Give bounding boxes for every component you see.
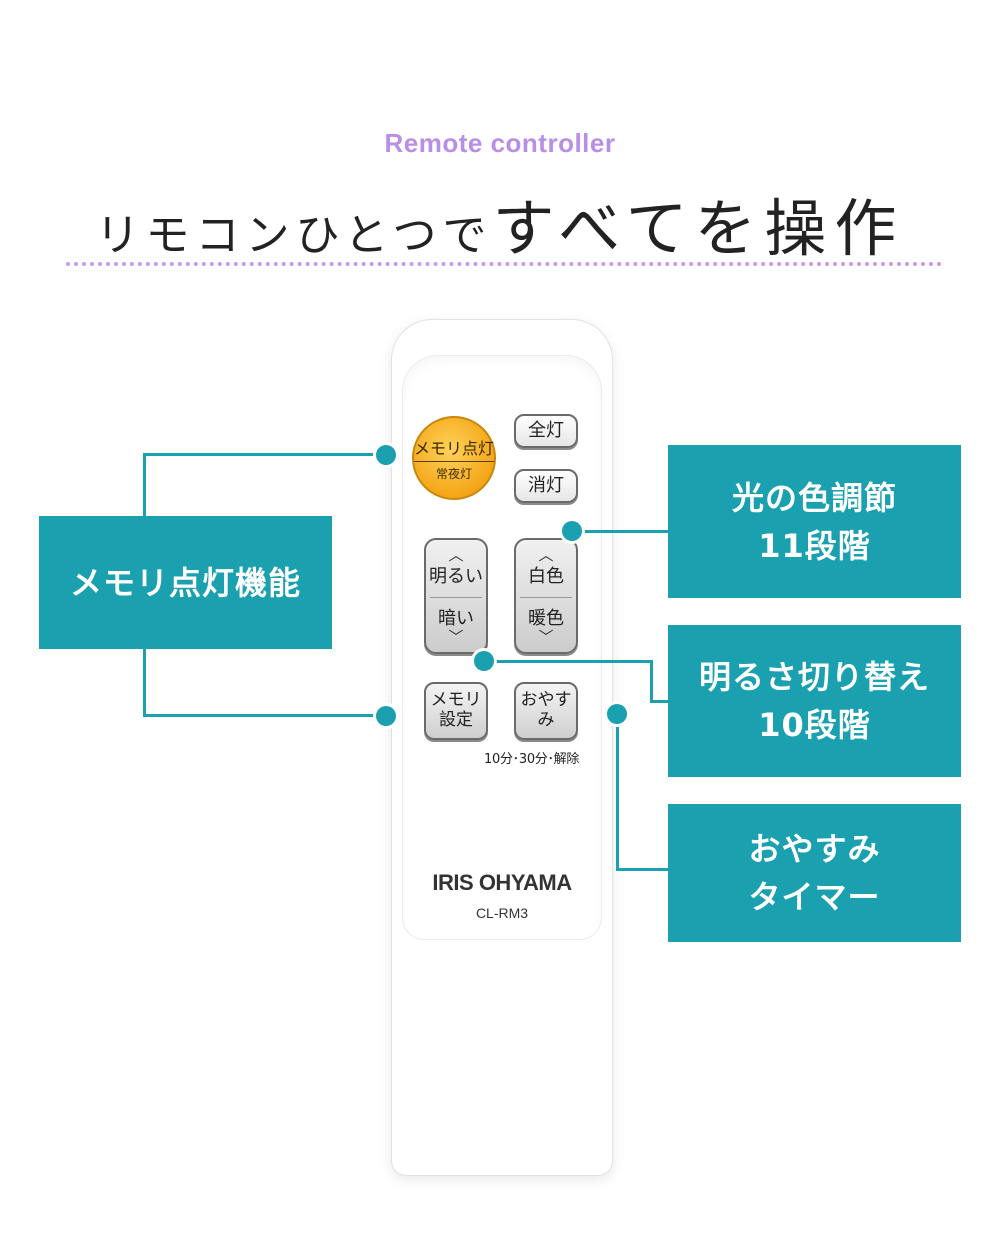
memory-set-button[interactable]: メモリ 設定 — [424, 682, 488, 740]
color-feature-label-2: 11段階 — [758, 526, 871, 565]
chevron-up-icon: ︿ — [538, 546, 554, 564]
sleep-callout-line-vertical — [616, 715, 619, 870]
color-white-label: 白色 — [528, 566, 564, 587]
rocker-divider — [520, 597, 572, 598]
chevron-down-icon: ﹀ — [538, 628, 554, 646]
brightness-callout-line-h2 — [650, 700, 670, 703]
brightness-up-button[interactable]: ︿ 明るい — [426, 548, 486, 588]
page-title: リモコンひとつですべてを操作 — [0, 178, 1000, 268]
sleep-timer-label: おやすみ — [520, 690, 572, 730]
all-on-label: 全灯 — [528, 419, 564, 441]
color-warm-label: 暖色 — [528, 608, 564, 629]
brightness-up-label: 明るい — [429, 566, 483, 587]
brightness-rocker[interactable]: ︿ 明るい 暗い ﹀ — [424, 538, 488, 654]
model-number: CL-RM3 — [475, 905, 529, 921]
chevron-up-icon: ︿ — [448, 546, 464, 564]
color-callout-line — [572, 530, 670, 533]
night-light-label: 常夜灯 — [435, 466, 472, 481]
brightness-feature-label-2: 10段階 — [758, 706, 871, 744]
memory-callout-line-bottom-vertical — [143, 648, 146, 716]
brightness-callout-line-vertical — [650, 660, 653, 702]
timer-note: 10分･30分･解除 — [484, 752, 580, 767]
memory-callout-line-bottom-horizontal — [143, 714, 386, 717]
color-warm-button[interactable]: 暖色 ﹀ — [516, 604, 576, 646]
brightness-feature-callout: 明るさ切り替え 10段階 — [668, 625, 961, 777]
off-label: 消灯 — [528, 474, 564, 496]
memory-light-pointer-dot — [376, 445, 396, 465]
memory-set-label-1: メモリ — [430, 690, 482, 711]
title-divider — [66, 262, 942, 266]
memory-light-button[interactable]: メモリ点灯 常夜灯 — [412, 416, 496, 500]
off-button[interactable]: 消灯 — [514, 469, 578, 503]
brightness-pointer-dot — [474, 651, 494, 671]
sleep-pointer-dot — [607, 704, 627, 724]
brightness-feature-label-1: 明るさ切り替え — [698, 658, 930, 696]
color-feature-callout: 光の色調節 11段階 — [668, 445, 961, 598]
memory-feature-label: メモリ点灯機能 — [69, 563, 301, 602]
sleep-timer-feature-label-2: タイマー — [748, 878, 881, 916]
title-part2: すべてを操作 — [492, 192, 905, 265]
brightness-down-label: 暗い — [438, 608, 474, 629]
sleep-timer-button[interactable]: おやすみ — [514, 682, 578, 740]
brand-logo: IRIS OHYAMA — [432, 870, 572, 895]
brightness-callout-line-h1 — [484, 660, 652, 663]
color-pointer-dot — [562, 521, 582, 541]
sleep-timer-feature-label-1: おやすみ — [748, 830, 881, 868]
memory-callout-line-top-vertical — [143, 453, 146, 516]
color-feature-label-1: 光の色調節 — [731, 478, 897, 517]
sleep-callout-line-horizontal — [616, 868, 670, 871]
memory-set-label-2: 設定 — [439, 710, 473, 730]
memory-callout-line-top-horizontal — [143, 453, 386, 456]
rocker-divider — [430, 597, 482, 598]
memory-set-pointer-dot — [376, 706, 396, 726]
memory-feature-callout: メモリ点灯機能 — [39, 516, 332, 649]
memory-light-label: メモリ点灯 — [414, 435, 494, 462]
all-on-button[interactable]: 全灯 — [514, 414, 578, 448]
color-rocker[interactable]: ︿ 白色 暖色 ﹀ — [514, 538, 578, 654]
sleep-timer-feature-callout: おやすみ タイマー — [668, 804, 961, 942]
title-part1: リモコンひとつで — [95, 210, 493, 261]
chevron-down-icon: ﹀ — [448, 628, 464, 646]
color-white-button[interactable]: ︿ 白色 — [516, 548, 576, 588]
brightness-down-button[interactable]: 暗い ﹀ — [426, 604, 486, 646]
section-subtitle: Remote controller — [384, 128, 616, 158]
